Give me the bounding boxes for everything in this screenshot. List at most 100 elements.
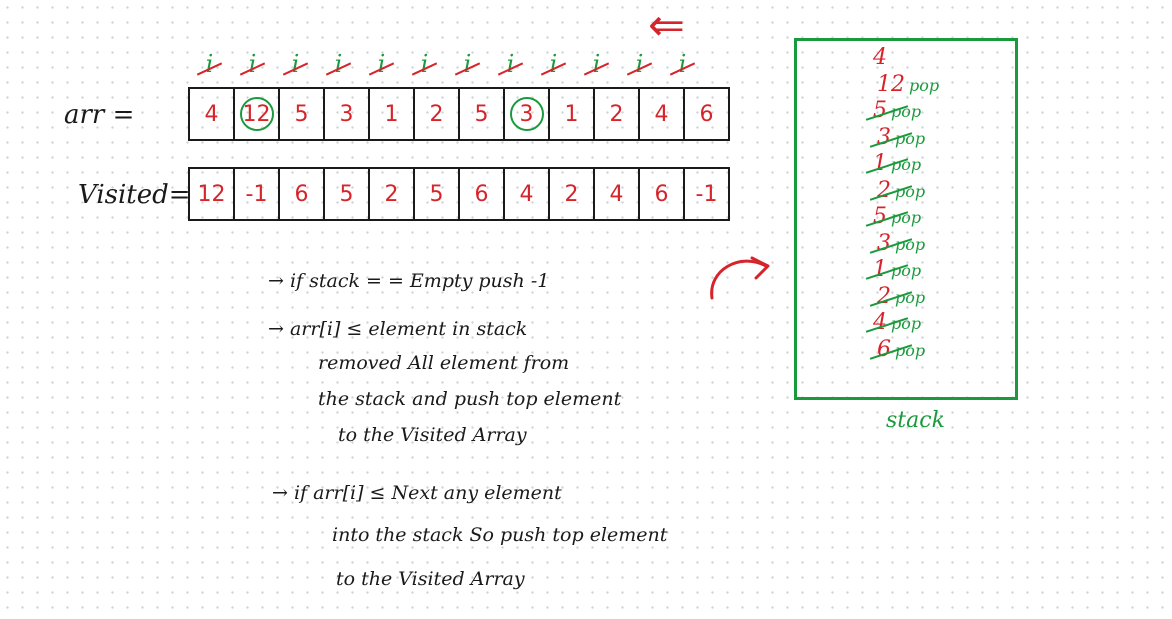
strike-mark bbox=[497, 62, 524, 76]
circle-highlight bbox=[509, 97, 544, 131]
note-line-1: → if stack = = Empty push -1 bbox=[268, 270, 550, 292]
visited-cell-value: 5 bbox=[339, 181, 354, 207]
visited-cell: 2 bbox=[370, 169, 415, 219]
stack-value: 1 bbox=[873, 151, 887, 176]
arr-cell-value: 5 bbox=[474, 101, 489, 127]
arr-cell-value: 3 bbox=[339, 101, 354, 127]
arr-cell: 1 bbox=[370, 89, 415, 139]
visited-cell-value: 4 bbox=[609, 181, 624, 207]
strike-mark bbox=[368, 62, 395, 76]
note-line-6: → if arr[i] ≤ Next any element bbox=[272, 482, 562, 504]
stack-item: 4 bbox=[873, 45, 891, 70]
visited-label: Visited= bbox=[78, 180, 191, 210]
stack-value: 6 bbox=[877, 336, 891, 362]
visited-cell-value: 2 bbox=[384, 181, 399, 207]
arr-cell: 2 bbox=[595, 89, 640, 139]
stack-value: 4 bbox=[873, 310, 887, 335]
arr-cell: 4 bbox=[640, 89, 685, 139]
arr-cell: 5 bbox=[460, 89, 505, 139]
stack-caption: stack bbox=[886, 408, 945, 433]
note-line-8: to the Visited Array bbox=[336, 568, 525, 590]
visited-cell-value: -1 bbox=[695, 181, 718, 207]
pop-label: pop bbox=[895, 234, 926, 254]
pop-label: pop bbox=[891, 208, 922, 227]
index-mark: i bbox=[403, 50, 446, 78]
strike-mark bbox=[454, 62, 481, 76]
arr-cell-value: 5 bbox=[294, 101, 309, 127]
visited-cell-value: 6 bbox=[474, 181, 489, 207]
note-line-3: removed All element from bbox=[318, 352, 570, 374]
arr-cell: 1 bbox=[550, 89, 595, 139]
stack-value: 3 bbox=[877, 230, 891, 256]
note-line-7: into the stack So push top element bbox=[332, 524, 668, 546]
visited-cell-value: 12 bbox=[197, 181, 226, 207]
arr-cell: 3 bbox=[325, 89, 370, 139]
stack-value: 2 bbox=[877, 177, 891, 203]
arr-cell-value: 4 bbox=[204, 101, 219, 127]
index-mark: i bbox=[618, 50, 661, 78]
pop-label: pop bbox=[895, 128, 926, 148]
arr-cell-value: 6 bbox=[699, 101, 714, 127]
stack-value: 4 bbox=[873, 45, 887, 70]
stack-value: 5 bbox=[873, 98, 887, 123]
strike-mark bbox=[282, 62, 309, 76]
visited-cell: 4 bbox=[595, 169, 640, 219]
visited-cell-value: 6 bbox=[654, 181, 669, 207]
index-mark: i bbox=[317, 50, 360, 78]
index-mark: i bbox=[446, 50, 489, 78]
arr-cell: 3 bbox=[505, 89, 550, 139]
visited-cell-value: 4 bbox=[519, 181, 534, 207]
pop-label: pop bbox=[895, 340, 926, 360]
visited-cell: 12 bbox=[190, 169, 235, 219]
visited-cell-value: 6 bbox=[294, 181, 309, 207]
pop-label: pop bbox=[891, 314, 922, 333]
visited-cell: -1 bbox=[685, 169, 728, 219]
index-mark: i bbox=[360, 50, 403, 78]
strike-mark bbox=[540, 62, 567, 76]
arr-cell-value: 1 bbox=[384, 101, 399, 127]
arr-cell: 2 bbox=[415, 89, 460, 139]
stack-value: 5 bbox=[873, 204, 887, 229]
arr-label: arr = bbox=[64, 100, 135, 130]
arr-cell: 4 bbox=[190, 89, 235, 139]
pop-label: pop bbox=[891, 155, 922, 174]
stack-value: 12 bbox=[877, 71, 905, 97]
curved-arrow-icon bbox=[710, 256, 770, 300]
visited-cell: 5 bbox=[325, 169, 370, 219]
arr-cell-value: 2 bbox=[609, 101, 624, 127]
index-mark: i bbox=[274, 50, 317, 78]
arr-cell: 12 bbox=[235, 89, 280, 139]
strike-mark bbox=[325, 62, 352, 76]
pop-label: pop bbox=[891, 261, 922, 280]
visited-cell-value: 5 bbox=[429, 181, 444, 207]
visited-array: 12 -1 6 5 2 5 6 4 2 4 6 -1 bbox=[188, 167, 730, 221]
note-line-5: to the Visited Array bbox=[338, 424, 527, 446]
index-mark: i bbox=[188, 50, 231, 78]
stack-value: 1 bbox=[873, 257, 887, 282]
visited-cell: 6 bbox=[280, 169, 325, 219]
arr-cell: 5 bbox=[280, 89, 325, 139]
visited-cell: 2 bbox=[550, 169, 595, 219]
arr-cell-value: 2 bbox=[429, 101, 444, 127]
strike-mark bbox=[239, 62, 266, 76]
note-line-2: → arr[i] ≤ element in stack bbox=[268, 318, 528, 340]
stack-value: 3 bbox=[877, 124, 891, 150]
note-line-4: the stack and push top element bbox=[318, 388, 622, 410]
index-mark: i bbox=[575, 50, 618, 78]
strike-mark bbox=[626, 62, 653, 76]
visited-cell: 6 bbox=[640, 169, 685, 219]
visited-cell-value: 2 bbox=[564, 181, 579, 207]
strike-mark bbox=[669, 62, 696, 76]
visited-cell: -1 bbox=[235, 169, 280, 219]
